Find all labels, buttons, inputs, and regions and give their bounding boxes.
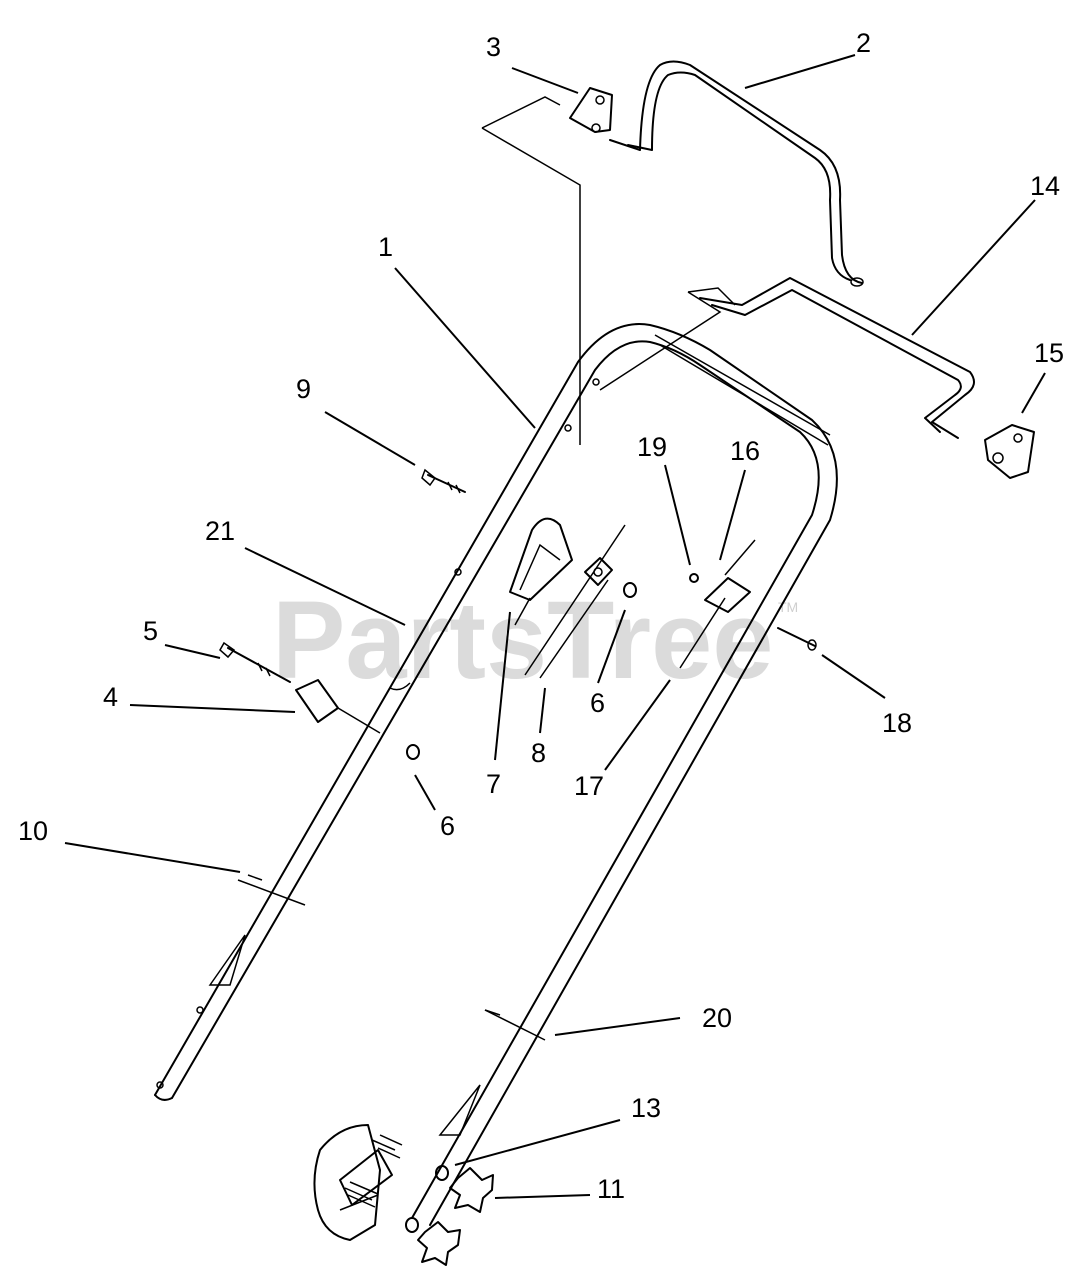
callout-5: 5 [143, 616, 158, 646]
height-adjust-bracket [313, 1124, 403, 1241]
washer-13 [405, 1165, 449, 1233]
pin-10 [247, 874, 263, 881]
bail-bar [609, 60, 864, 287]
callout-2: 2 [856, 28, 871, 58]
nut-6-lower [406, 744, 420, 760]
callout-13: 13 [631, 1093, 661, 1123]
nut-6-upper [623, 582, 637, 598]
screw-18 [777, 627, 817, 651]
nut-19 [689, 573, 699, 583]
watermark-text: PartsTree [272, 579, 773, 702]
callout-6-upper: 6 [590, 688, 605, 718]
callout-20: 20 [702, 1003, 732, 1033]
callout-10: 10 [18, 816, 48, 846]
lower-bail-rod [699, 277, 975, 439]
cable-clip [679, 539, 756, 669]
main-handle [154, 323, 838, 1226]
pin-20 [484, 1009, 501, 1016]
pivot-bracket-right [984, 424, 1035, 479]
control-cable [524, 524, 626, 679]
leader-lines [64, 54, 1046, 1199]
callout-18: 18 [882, 708, 912, 738]
knob-11-upper [449, 1167, 494, 1213]
callout-8: 8 [531, 738, 546, 768]
callout-11: 11 [597, 1174, 625, 1204]
callout-14: 14 [1030, 171, 1060, 201]
callout-6-lower: 6 [440, 811, 455, 841]
knob-11-lower [417, 1221, 461, 1266]
callout-4: 4 [103, 682, 118, 712]
callout-labels: 1 2 3 4 5 6 6 7 8 9 10 11 13 14 15 16 17… [18, 28, 1064, 1204]
bolt-5 [219, 641, 291, 683]
callout-9: 9 [296, 374, 311, 404]
pivot-bracket-top [569, 87, 613, 133]
upper-bracket [481, 96, 736, 445]
callout-3: 3 [486, 32, 501, 62]
callout-16: 16 [730, 436, 760, 466]
callout-1: 1 [378, 232, 393, 262]
callout-19: 19 [637, 432, 667, 462]
spacer-4 [295, 679, 381, 734]
callout-17: 17 [574, 771, 604, 801]
bolt-9 [421, 468, 466, 494]
callout-21: 21 [205, 516, 235, 546]
callout-15: 15 [1034, 338, 1064, 368]
callout-7: 7 [486, 769, 501, 799]
cable-guide [509, 517, 573, 626]
